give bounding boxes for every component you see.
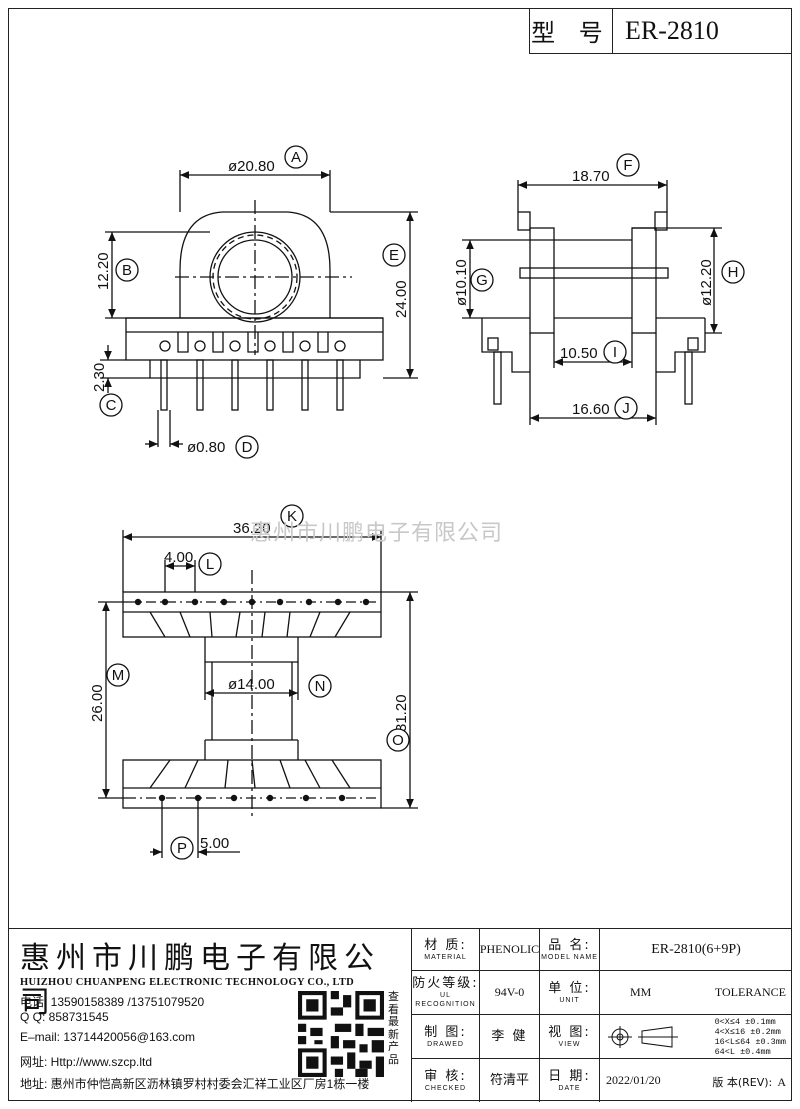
drawn-value: 李 健 bbox=[480, 1015, 540, 1059]
title-block: 惠州市川鹏电子有限公司 HUIZHOU CHUANPENG ELECTRONIC… bbox=[8, 928, 792, 1102]
company-name-cn: 惠州市川鹏电子有限公司 bbox=[20, 941, 380, 1020]
callout-o: O bbox=[392, 732, 404, 749]
model-name-value: ER-2810(6+9P) bbox=[600, 929, 792, 971]
company-qq: Q Q: 858731545 bbox=[20, 1010, 109, 1024]
callout-g: G bbox=[476, 272, 488, 289]
callout-l: L bbox=[206, 556, 214, 573]
bottom-view-pins bbox=[134, 598, 370, 802]
dim-value-a: ø20.80 bbox=[228, 158, 275, 175]
dim-value-h: ø12.20 bbox=[698, 259, 715, 306]
company-info: 惠州市川鹏电子有限公司 HUIZHOU CHUANPENG ELECTRONIC… bbox=[8, 929, 412, 1102]
dim-value-i: 10.50 bbox=[560, 345, 598, 362]
ul-label: 防火等级:UL RECOGNITION bbox=[412, 971, 480, 1015]
dim-value-d: ø0.80 bbox=[187, 439, 225, 456]
model-label: 型 号 bbox=[530, 8, 613, 53]
unit-label: 单 位:UNIT bbox=[540, 971, 600, 1015]
tolerance-table: 0<X≤4 ±0.1mm 4<X≤16 ±0.2mm 16<L≤64 ±0.3m… bbox=[714, 1016, 786, 1057]
callout-m: M bbox=[112, 667, 125, 684]
dim-value-k: 36.20 bbox=[233, 520, 271, 537]
dim-value-e: 24.00 bbox=[393, 280, 410, 318]
revision: 版 本(REV): A bbox=[712, 1075, 786, 1089]
date-label: 日 期:DATE bbox=[540, 1059, 600, 1102]
callout-c: C bbox=[106, 397, 117, 414]
checked-value: 符清平 bbox=[480, 1059, 540, 1102]
dim-value-n: ø14.00 bbox=[228, 676, 275, 693]
dim-value-c: 2.30 bbox=[91, 363, 108, 392]
dim-value-o: 31.20 bbox=[393, 694, 410, 732]
side-view bbox=[462, 180, 722, 425]
callout-j: J bbox=[622, 400, 630, 417]
dim-value-f: 18.70 bbox=[572, 168, 610, 185]
model-value: ER-2810 bbox=[625, 15, 719, 45]
model-name-label: 品 名:MODEL NAME bbox=[540, 929, 600, 971]
qr-code-icon[interactable] bbox=[298, 991, 384, 1077]
callout-a: A bbox=[291, 149, 301, 166]
dim-value-l: 4.00 bbox=[164, 549, 193, 566]
company-name-en: HUIZHOU CHUANPENG ELECTRONIC TECHNOLOGY … bbox=[20, 977, 355, 988]
front-view bbox=[100, 170, 418, 448]
dim-value-p: 5.00 bbox=[200, 835, 229, 852]
callout-e: E bbox=[389, 247, 399, 264]
third-angle-projection-icon bbox=[608, 1025, 678, 1048]
callout-p: P bbox=[177, 840, 187, 857]
date-and-revision: 2022/01/20 版 本(REV): A bbox=[600, 1059, 792, 1102]
checked-label: 审 核:CHECKED bbox=[412, 1059, 480, 1102]
scan-latest-products: 查看最新产品 bbox=[388, 990, 399, 1066]
dim-value-j: 16.60 bbox=[572, 401, 610, 418]
callout-n: N bbox=[315, 678, 326, 695]
dim-value-m: 26.00 bbox=[89, 684, 106, 722]
title-block-grid: 材 质:MATERIAL PHENOLIC 品 名:MODEL NAME ER-… bbox=[412, 929, 792, 1102]
unit-value: MM bbox=[630, 985, 652, 999]
bottom-view bbox=[98, 530, 418, 858]
callout-k: K bbox=[287, 508, 297, 525]
view-label: 视 图:VIEW bbox=[540, 1015, 600, 1059]
unit-tolerance: MM TOLERANCE bbox=[600, 971, 792, 1015]
tolerance-label: TOLERANCE bbox=[714, 985, 786, 999]
drawing-frame bbox=[8, 8, 792, 1101]
material-label: 材 质:MATERIAL bbox=[412, 929, 480, 971]
callout-d: D bbox=[242, 439, 253, 456]
view-and-tolerance-table: 0<X≤4 ±0.1mm 4<X≤16 ±0.2mm 16<L≤64 ±0.3m… bbox=[600, 1015, 792, 1059]
model-number-box: 型 号 ER-2810 bbox=[529, 8, 792, 54]
company-phone: 电话: 13590158389 /13751079520 bbox=[20, 995, 205, 1009]
technical-drawing: ø20.80 12.20 24.00 2.30 ø0.80 18.70 ø10.… bbox=[89, 145, 745, 860]
material-value: PHENOLIC bbox=[480, 929, 540, 971]
company-email: E–mail: 13714420056@163.com bbox=[20, 1030, 195, 1044]
callout-h: H bbox=[728, 264, 739, 281]
callout-f: F bbox=[623, 157, 632, 174]
company-address: 地址: 惠州市仲恺高新区沥林镇罗村村委会汇祥工业区厂房1栋一楼 bbox=[20, 1077, 370, 1091]
ul-value: 94V-0 bbox=[480, 971, 540, 1015]
dim-value-b: 12.20 bbox=[95, 252, 112, 290]
dim-value-g: ø10.10 bbox=[453, 259, 470, 306]
watermark: 惠州市川鹏电子有限公司 bbox=[250, 521, 504, 546]
company-website: 网址: Http://www.szcp.ltd bbox=[20, 1055, 153, 1069]
drawn-label: 制 图:DRAWED bbox=[412, 1015, 480, 1059]
callout-b: B bbox=[122, 262, 132, 279]
callout-i: I bbox=[613, 344, 617, 361]
date-value: 2022/01/20 bbox=[606, 1073, 661, 1087]
